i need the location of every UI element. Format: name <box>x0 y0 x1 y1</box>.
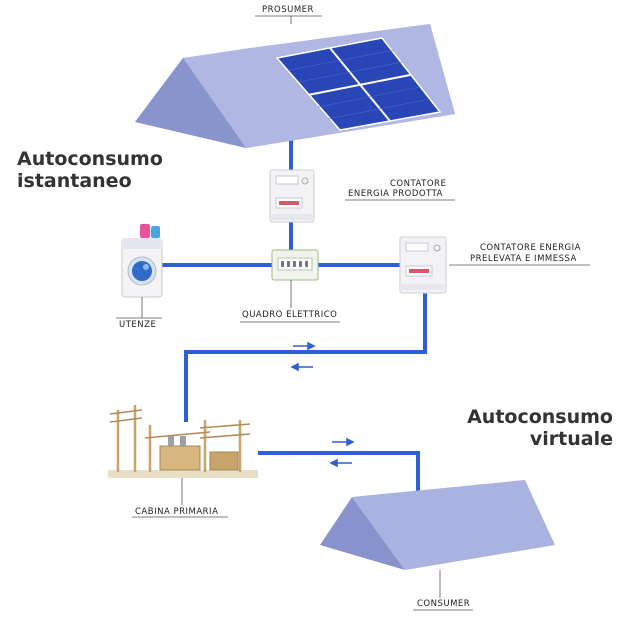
solar-panel-icon <box>275 37 442 131</box>
istantaneo-heading-line2: istantaneo <box>17 170 132 192</box>
istantaneo-heading-line1: Autoconsumo <box>17 148 163 170</box>
prosumer-label: PROSUMER <box>262 5 314 15</box>
exchange-meter-label-line2: PRELEVATA E IMMESSA <box>470 254 577 264</box>
primary-substation-icon <box>108 405 258 478</box>
virtuale-heading-line2: virtuale <box>529 428 613 450</box>
production-meter-icon <box>269 169 315 223</box>
production-meter-label-line2: ENERGIA PRODOTTA <box>348 189 443 199</box>
arrow-left-icon <box>290 362 313 372</box>
wire-grid-to-consumer <box>258 451 420 499</box>
wire-meter2-to-grid <box>184 291 427 422</box>
istantaneo-heading: Autoconsumo istantaneo <box>17 148 163 192</box>
flow-arrows-upper <box>290 341 316 372</box>
arrow-right-icon <box>332 437 355 447</box>
consumer-house-icon <box>320 480 555 570</box>
cabina-label: CABINA PRIMARIA <box>135 507 219 517</box>
wire-network <box>160 140 427 499</box>
label-rules <box>116 15 590 611</box>
arrow-right-icon <box>293 341 316 351</box>
utenze-label: UTENZE <box>119 320 157 330</box>
virtuale-heading-line1: Autoconsumo <box>467 406 613 428</box>
prosumer-house-icon <box>135 24 455 148</box>
flow-arrows-lower <box>329 437 355 468</box>
production-meter-label-line1: CONTATORE <box>390 179 447 189</box>
washing-machine-icon <box>121 224 163 298</box>
exchange-meter-icon <box>399 236 447 294</box>
quadro-label: QUADRO ELETTRICO <box>242 310 338 320</box>
arrow-left-icon <box>329 458 352 468</box>
electrical-panel-icon <box>271 249 319 281</box>
virtuale-heading: Autoconsumo virtuale <box>455 406 613 450</box>
consumer-label: CONSUMER <box>417 599 471 609</box>
exchange-meter-label-line1: CONTATORE ENERGIA <box>480 243 581 253</box>
